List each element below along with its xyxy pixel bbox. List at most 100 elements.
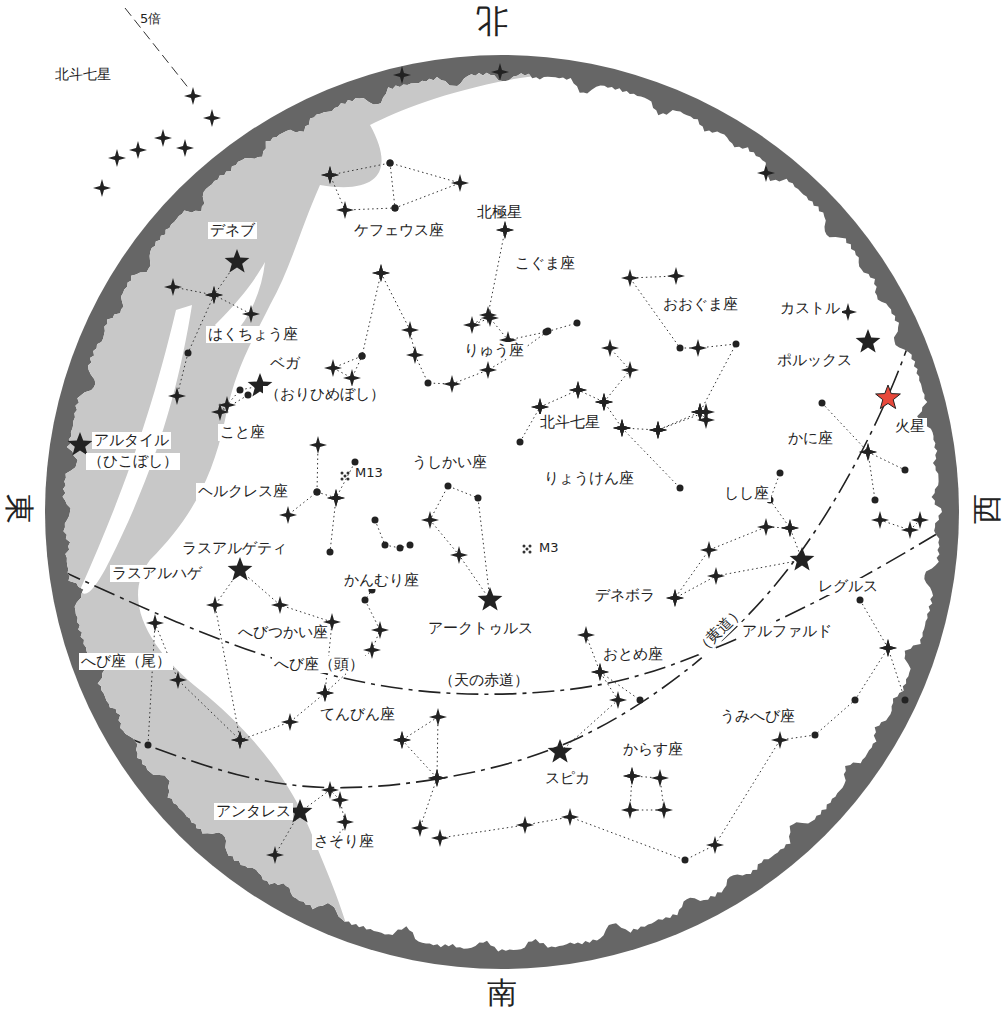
star-symbol [428, 769, 446, 787]
star-symbol [331, 791, 349, 809]
cluster-dot [347, 478, 350, 481]
milky-way [20, 40, 800, 1000]
sky-label: おおぐま座 [661, 296, 740, 313]
constellation-line [375, 520, 410, 548]
star-dot [407, 542, 414, 549]
star-symbol [372, 264, 390, 282]
ecliptic-line [120, 250, 940, 788]
constellation-line [600, 672, 640, 700]
star-symbol [879, 639, 897, 657]
star-symbol [649, 421, 667, 439]
star-symbol [271, 596, 289, 614]
sky-label: りゅう座 [462, 342, 526, 359]
star-dot [475, 495, 482, 502]
sky-label: アルファルド [740, 623, 834, 640]
constellation-line [325, 590, 380, 693]
constellation-line [330, 498, 336, 552]
star-symbol [516, 816, 534, 834]
star-symbol [93, 179, 111, 197]
star-symbol [757, 518, 775, 536]
constellation-line [215, 570, 332, 740]
sky-label: アークトゥルス [426, 620, 535, 637]
sky-label: こぐま座 [513, 255, 577, 272]
cluster-dot [526, 548, 529, 551]
star-dot [902, 467, 909, 474]
sky-label: 北斗七星 [538, 414, 602, 431]
star-symbol [496, 221, 514, 239]
star-symbol [203, 109, 221, 127]
stars [68, 63, 929, 864]
star-symbol [279, 506, 297, 524]
star-dot [812, 732, 819, 739]
sky-label: 北斗七星 [55, 66, 111, 82]
star-symbol [613, 419, 631, 437]
star-symbol [561, 808, 579, 826]
sky-label: うしかい座 [410, 454, 489, 471]
star-dot [387, 160, 394, 167]
cluster-dot [523, 545, 526, 548]
star-symbol [343, 369, 361, 387]
star-symbol [595, 393, 613, 411]
star-symbol [316, 684, 334, 702]
star-symbol [655, 801, 673, 819]
star-symbol [479, 361, 497, 379]
sky-label: ヘルクレス座 [196, 483, 290, 500]
celestial-equator [60, 520, 960, 694]
star-symbol [496, 221, 514, 239]
star-symbol [463, 316, 481, 334]
star-symbol [321, 166, 339, 184]
star-symbol [569, 381, 587, 399]
star-symbol [623, 767, 641, 785]
cluster-dot [347, 472, 350, 475]
star-dot [185, 350, 192, 357]
sky-label: アンタレス [214, 803, 293, 820]
constellation-line [880, 520, 920, 530]
constellation-line [173, 287, 251, 314]
star-dot [392, 205, 399, 212]
constellation-line [604, 348, 630, 402]
star-symbol [621, 801, 639, 819]
sky-label: 北極星 [475, 204, 524, 221]
cluster-dot [529, 545, 532, 548]
constellation-line [420, 778, 437, 828]
star-dot [145, 742, 152, 749]
star-dot [733, 341, 740, 348]
star-symbol [406, 346, 424, 364]
star-dot [777, 470, 784, 477]
mars-marker [876, 385, 901, 409]
star-symbol [336, 201, 354, 219]
constellation-line [330, 163, 460, 210]
star-symbol [324, 359, 342, 377]
star-dot [852, 697, 859, 704]
compass-direction: 東 [2, 494, 37, 524]
star-symbol [479, 306, 497, 324]
constellation-line [402, 717, 438, 778]
star-symbol [859, 443, 877, 461]
star-dot [392, 205, 399, 212]
star-symbol [184, 87, 202, 105]
star-dot [359, 353, 366, 360]
sky-label: ベガ [268, 355, 302, 372]
cluster-symbol [341, 472, 350, 481]
star-symbol [450, 546, 468, 564]
star-dot [677, 485, 684, 492]
cluster-dot [523, 551, 526, 554]
star-symbol [393, 731, 411, 749]
star-symbol [205, 286, 223, 304]
sky-label: うみへび座 [718, 708, 797, 725]
star-dot [327, 549, 334, 556]
star-symbol [609, 691, 627, 709]
compass-direction: 西 [970, 494, 1005, 524]
star-symbol [371, 621, 389, 639]
bright-star [478, 587, 503, 611]
star-symbol [623, 767, 641, 785]
star-symbol [651, 769, 669, 787]
star-symbol [401, 321, 419, 339]
star-symbol [129, 141, 147, 159]
star-symbol [327, 489, 345, 507]
star-symbol [168, 387, 186, 405]
star-symbol [879, 639, 897, 657]
bright-star [68, 432, 93, 456]
star-symbol [700, 541, 718, 559]
